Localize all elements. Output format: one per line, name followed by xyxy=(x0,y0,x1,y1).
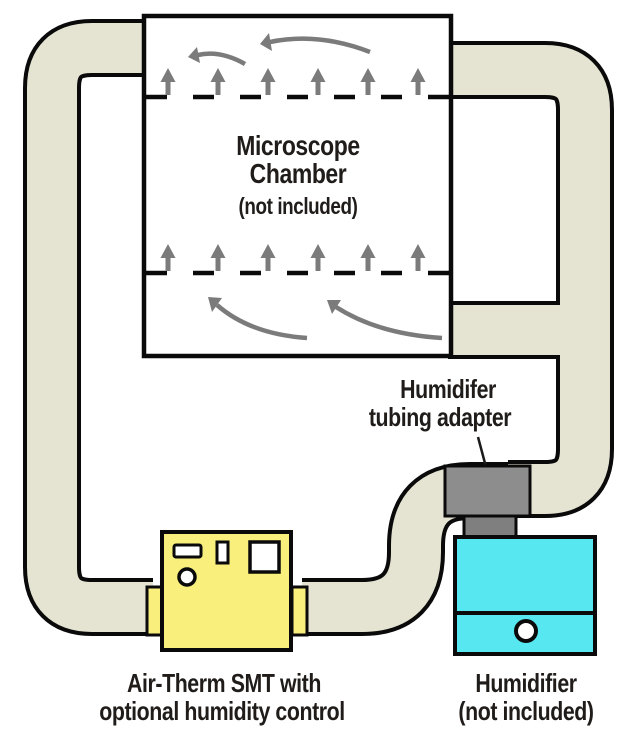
airtherm-label-line2: optional humidity control xyxy=(99,696,345,726)
circulation-arrow-small xyxy=(197,51,247,66)
airtherm-display xyxy=(248,540,281,574)
circulation-arrow-bottom-left xyxy=(215,303,308,341)
airflow-up-arrows-upper-stems xyxy=(165,80,421,95)
microscope-chamber-box xyxy=(141,13,454,359)
adapter-neck xyxy=(462,513,518,540)
airtherm-dial xyxy=(177,567,197,587)
adapter-label-line1: Humidifer xyxy=(400,374,496,404)
adapter-label-line2: tubing adapter xyxy=(368,402,512,432)
left-supply-tube-fill xyxy=(27,23,153,632)
humidifier-label-line2: (not included) xyxy=(458,696,594,726)
airtherm-switch xyxy=(215,540,230,565)
humidifier-knob xyxy=(514,619,538,643)
circulation-arrow-large xyxy=(269,36,371,55)
humidifier-label-line1: Humidifier xyxy=(475,668,577,698)
airtherm-label-line1: Air-Therm SMT with xyxy=(127,668,321,698)
airtherm-right-port xyxy=(290,585,309,637)
chamber-label-line1: Microscope xyxy=(236,130,360,161)
circulation-arrow-bottom-right xyxy=(334,305,443,341)
humidifier-tubing-adapter xyxy=(443,464,532,518)
chamber-label-line2: Chamber xyxy=(249,158,347,189)
circulation-arrows-bottom xyxy=(215,303,443,341)
circulation-arrows-bottom-heads xyxy=(208,297,341,314)
chamber-label-note: (not included) xyxy=(238,193,358,219)
airtherm-vent-slot xyxy=(172,543,203,559)
circulation-arrow-bottom-right-head xyxy=(327,300,341,314)
circulation-arrows-top xyxy=(197,36,371,66)
circulation-arrow-large-head xyxy=(260,33,272,51)
airflow-up-arrows-lower-stems xyxy=(165,256,421,271)
circulation-arrows-top-heads xyxy=(188,33,272,63)
right-return-tube-fill xyxy=(448,45,610,514)
circulation-arrow-bottom-left-head xyxy=(208,297,222,312)
circulation-arrow-small-head xyxy=(188,47,200,63)
